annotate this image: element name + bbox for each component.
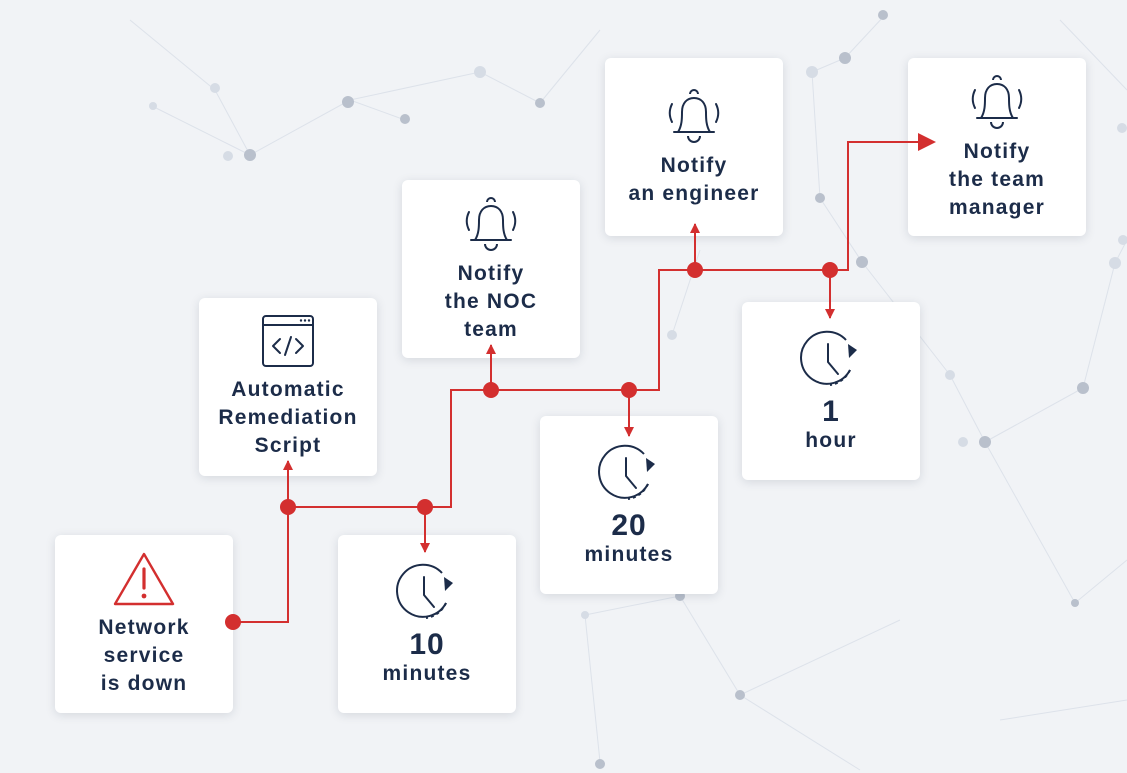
node-notify-team-manager: Notify the team manager: [908, 58, 1086, 236]
clock-icon: [598, 444, 655, 500]
wait-unit: hour: [805, 429, 857, 452]
node-notify-engineer: Notify an engineer: [605, 58, 783, 236]
wait-number: 20: [611, 509, 647, 542]
warning-icon: [113, 552, 175, 606]
node-label: Notify the NOC team: [444, 262, 538, 341]
wait-unit: minutes: [382, 662, 472, 685]
node-label: Notify an engineer: [628, 154, 760, 205]
code-window-icon: [262, 315, 314, 367]
clock-icon: [800, 330, 857, 386]
bell-icon: [465, 197, 517, 251]
bell-icon: [971, 75, 1023, 129]
node-wait-1-hour: 1 hour: [742, 302, 920, 480]
clock-icon: [396, 563, 453, 619]
node-wait-10-minutes: 10 minutes: [338, 535, 516, 713]
wait-number: 1: [822, 395, 840, 428]
node-label: Network service is down: [98, 616, 190, 695]
node-label: Automatic Remediation Script: [218, 378, 358, 457]
bell-icon: [668, 89, 720, 143]
node-wait-20-minutes: 20 minutes: [540, 416, 718, 594]
wait-number: 10: [409, 628, 445, 661]
node-automatic-remediation-script: Automatic Remediation Script: [199, 298, 377, 476]
wait-unit: minutes: [584, 543, 674, 566]
node-notify-noc-team: Notify the NOC team: [402, 180, 580, 358]
node-network-service-down: Network service is down: [55, 535, 233, 713]
node-label: Notify the team manager: [949, 140, 1045, 219]
